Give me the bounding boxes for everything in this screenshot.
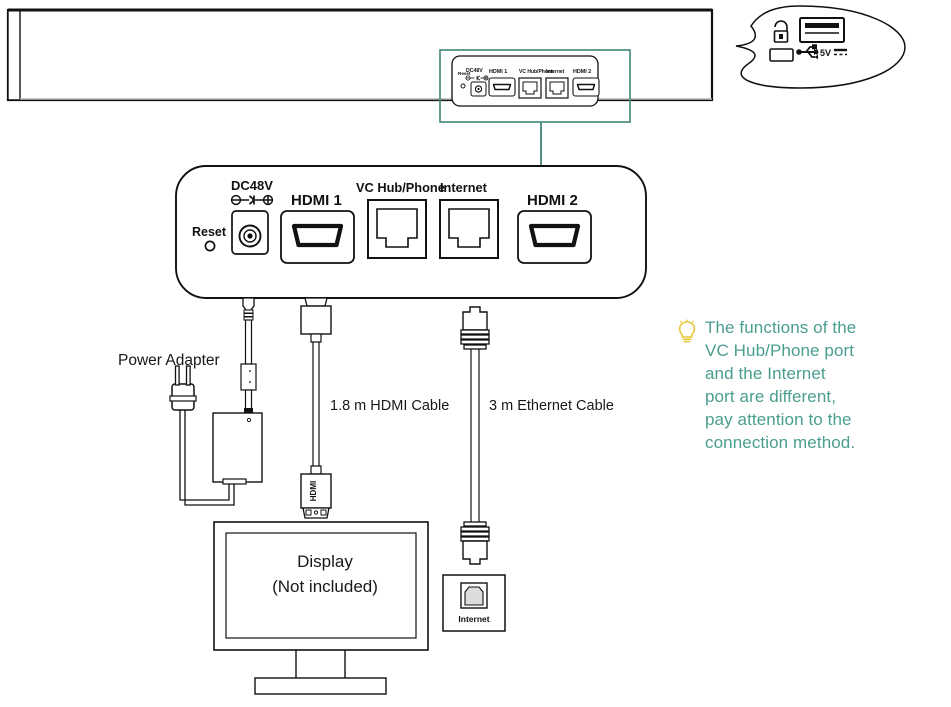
tip-note: The functions of the VC Hub/Phone port a…	[676, 316, 926, 454]
usb-port-icon	[799, 17, 845, 43]
hdmi-cable: HDMI	[300, 297, 332, 519]
lightbulb-icon	[678, 319, 696, 343]
dc48v-label: DC48V	[231, 178, 273, 193]
soundbar-body	[6, 8, 714, 102]
hdmi2-label: HDMI 2	[527, 192, 578, 209]
mini-internet-label: Internet	[546, 69, 565, 75]
port-reset[interactable]: Reset	[192, 225, 227, 252]
callout-voltage-label: 5V	[820, 48, 831, 58]
soundbar-mini-port-group: Reset DC48V HDMI 1 VC Hub/Phone Internet…	[451, 55, 600, 107]
display-caption-line1: Display	[297, 552, 353, 571]
reset-label: Reset	[192, 225, 227, 239]
display-caption: Display (Not included)	[232, 550, 418, 599]
ac-plug-icon	[169, 365, 197, 411]
display-monitor	[213, 521, 429, 695]
tip-text: The functions of the VC Hub/Phone port a…	[705, 318, 857, 452]
mini-hdmi1-label: HDMI 1	[489, 69, 507, 75]
display-caption-line2: (Not included)	[272, 576, 378, 596]
vchub-label: VC Hub/Phone	[356, 180, 445, 195]
port-internet[interactable]: Internet	[439, 180, 499, 259]
port-vc-hub-phone[interactable]: VC Hub/Phone	[356, 180, 445, 259]
port-dc48v[interactable]: DC48V	[230, 178, 274, 255]
hdmi-connector-text: HDMI	[309, 481, 318, 501]
usb-trident-icon	[796, 44, 819, 60]
lock-icon	[769, 20, 794, 62]
port-highlight-box	[439, 49, 631, 166]
rear-port-panel: Reset DC48V HDMI 1	[175, 165, 647, 299]
mini-reset-label: Reset	[458, 71, 471, 76]
hdmi-cable-label: 1.8 m HDMI Cable	[330, 398, 450, 414]
mini-hdmi2-label: HDMI 2	[573, 69, 591, 75]
power-adapter	[169, 297, 263, 506]
left-port-callout-bubble: 5V	[735, 5, 906, 89]
ethernet-cable	[460, 306, 490, 565]
ethernet-cable-label: 3 m Ethernet Cable	[489, 398, 614, 414]
wall-jack-label: Internet	[458, 614, 489, 624]
hdmi1-label: HDMI 1	[291, 192, 342, 209]
dc-symbol-icon	[834, 48, 847, 56]
internet-port-label: Internet	[440, 180, 488, 195]
power-adapter-label: Power Adapter	[118, 352, 220, 369]
internet-wall-jack: Internet	[442, 574, 506, 632]
port-hdmi1[interactable]: HDMI 1	[280, 192, 355, 264]
mini-vchub-label: VC Hub/Phone	[519, 69, 554, 75]
dc-polarity-icon	[230, 194, 274, 206]
port-hdmi2[interactable]: HDMI 2	[517, 192, 592, 264]
mini-dc-label: DC48V	[466, 68, 483, 74]
